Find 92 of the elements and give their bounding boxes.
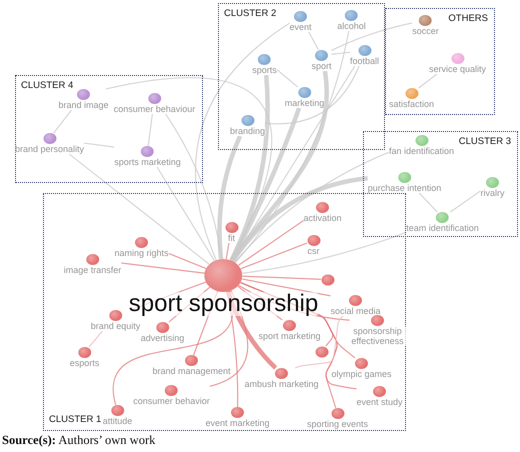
cluster-box xyxy=(363,131,518,237)
node-label: marketing xyxy=(284,98,324,108)
node-label: naming rights xyxy=(114,248,169,258)
node-label: football xyxy=(350,56,380,66)
connector-line xyxy=(230,107,302,262)
connector-line xyxy=(229,74,270,262)
node-label: consumer behavior xyxy=(133,396,210,406)
connector-line xyxy=(331,52,350,55)
connector-line xyxy=(217,135,242,260)
cluster-box xyxy=(218,3,385,150)
connector-line xyxy=(234,152,390,263)
node-label: consumer behaviour xyxy=(114,104,196,114)
node-label: advertising xyxy=(140,333,184,343)
connector-line xyxy=(121,262,205,274)
node-label: event marketing xyxy=(205,418,270,428)
node-label: event xyxy=(289,22,312,32)
connector-line xyxy=(450,190,481,212)
cluster-box xyxy=(15,75,203,183)
cluster-title: CLUSTER 2 xyxy=(224,8,276,19)
connector-line xyxy=(156,166,216,262)
cluster-title: CLUSTER 1 xyxy=(49,414,102,425)
connector-line xyxy=(238,220,304,266)
node-label: sport sponsorship xyxy=(128,292,318,316)
connector-line xyxy=(418,74,438,88)
connector-line xyxy=(237,286,283,320)
connector-line xyxy=(294,316,344,368)
cluster-title: CLUSTER 3 xyxy=(458,136,511,147)
node-label: brand management xyxy=(152,366,231,376)
connector-line xyxy=(53,110,72,134)
connector-line xyxy=(418,192,438,212)
node-label: attitude xyxy=(102,416,132,426)
connector-line xyxy=(276,69,298,88)
node-label: sponsorship effectiveness xyxy=(350,326,406,346)
node-label: activation xyxy=(303,213,342,223)
node-circle-icon xyxy=(315,346,328,357)
connector-line xyxy=(210,290,248,387)
node-label: brand personality xyxy=(14,144,84,154)
node-label: sports xyxy=(252,65,277,75)
node-label: image transfer xyxy=(64,265,122,275)
node-label: brand equity xyxy=(90,321,140,331)
connector-line xyxy=(242,232,406,274)
connector-line xyxy=(226,292,238,407)
cluster-title: OTHERS xyxy=(448,13,488,24)
node-label: sporting events xyxy=(306,419,368,429)
node-label: sports marketing xyxy=(114,157,181,167)
node-label: sport xyxy=(312,61,332,71)
connector-line xyxy=(226,290,278,370)
connector-line xyxy=(194,22,290,260)
connector-line xyxy=(331,22,412,51)
connector-line xyxy=(112,291,234,406)
connector-line xyxy=(242,276,322,280)
connector-line xyxy=(130,281,206,311)
node-label: fan identification xyxy=(388,146,454,156)
connector-line xyxy=(240,282,338,408)
connector-line xyxy=(234,30,350,263)
connector-line xyxy=(242,278,331,296)
node-label: branding xyxy=(230,126,266,136)
connector-line xyxy=(88,330,103,348)
node-label: alcohol xyxy=(337,21,366,31)
connector-line xyxy=(84,142,114,148)
node-label: event study xyxy=(356,397,403,407)
node-label: soccer xyxy=(412,26,439,36)
node-label: purchase intention xyxy=(368,183,442,193)
node-label: brand image xyxy=(58,100,109,110)
connector-line xyxy=(226,242,230,260)
connector-line xyxy=(68,154,210,265)
cluster-box xyxy=(385,8,495,115)
connector-line xyxy=(230,176,368,262)
node-label: social media xyxy=(330,306,381,316)
cluster-box xyxy=(43,193,406,431)
node-label: olympic games xyxy=(331,369,392,379)
node-circle-icon xyxy=(321,274,334,285)
connector-line xyxy=(168,286,210,322)
connector-line xyxy=(240,242,308,270)
node-label: csr xyxy=(308,246,320,256)
connector-line xyxy=(308,32,319,50)
node-label: service quality xyxy=(428,64,486,74)
connector-line xyxy=(238,284,350,321)
connector-line xyxy=(168,252,206,270)
node-label: ambush marketing xyxy=(244,379,319,389)
node-label: rivalry xyxy=(480,188,504,198)
connector-line xyxy=(193,291,218,356)
node-label: esports xyxy=(70,358,100,368)
node-label: satisfaction xyxy=(388,99,434,109)
node-label: sport marketing xyxy=(258,331,321,341)
source-caption: Source(s): Authors’ own work xyxy=(2,433,156,448)
connector-line xyxy=(165,114,222,260)
cluster-title: CLUSTER 4 xyxy=(21,80,74,91)
node-label: fit xyxy=(228,233,235,243)
connector-line xyxy=(264,66,360,124)
connector-line xyxy=(148,114,153,146)
node-label: team identification xyxy=(406,223,479,233)
